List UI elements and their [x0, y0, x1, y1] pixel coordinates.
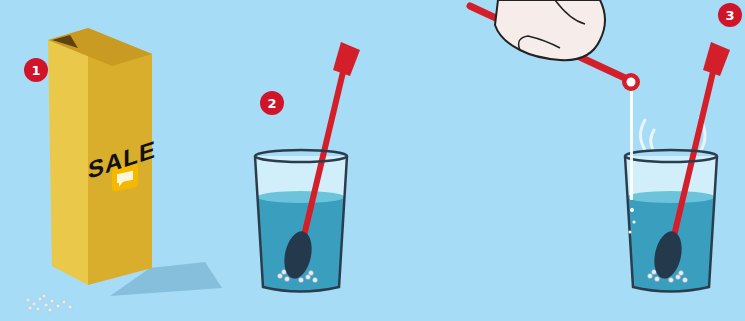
spilled-crystals [62, 300, 66, 304]
steam [641, 120, 646, 150]
callout-badge [718, 3, 742, 27]
glass [333, 42, 360, 76]
glass [679, 271, 684, 276]
glass [257, 196, 345, 292]
hand-with-spoon [519, 36, 560, 50]
callout-number: 3 [725, 8, 734, 23]
spilled-crystals [44, 303, 48, 307]
glass [255, 156, 347, 292]
glass [255, 42, 360, 292]
glass [309, 271, 314, 276]
glass [627, 196, 715, 292]
hand-with-spoon [627, 78, 636, 87]
spilled-crystals [68, 305, 72, 309]
spilled-crystals [28, 306, 32, 310]
glass [257, 191, 345, 203]
drip [630, 90, 633, 200]
glass [703, 42, 730, 76]
glass [655, 277, 660, 282]
spilled-crystals [48, 308, 52, 312]
spilled-crystals [56, 304, 60, 308]
glass [255, 150, 347, 162]
cereal-box [48, 28, 222, 296]
product-label: SALE [88, 135, 156, 185]
spilled-crystals [26, 298, 30, 302]
glass [650, 229, 685, 281]
glass [648, 274, 653, 279]
callout-badge [24, 58, 48, 82]
drip [629, 90, 636, 234]
spilled-crystals [32, 302, 36, 306]
spilled-crystals [50, 299, 54, 303]
spilled-crystals [38, 297, 42, 301]
hand-with-spoon [470, 0, 640, 91]
cereal-box [48, 28, 152, 66]
spilled-crystals [42, 294, 46, 298]
glass [673, 72, 713, 240]
glass [303, 72, 343, 240]
glass [627, 191, 715, 203]
cereal-box [52, 35, 78, 48]
glass [313, 278, 318, 283]
glass [625, 42, 730, 292]
callout-number: 2 [267, 96, 276, 111]
steam [651, 130, 654, 150]
glass [625, 156, 717, 292]
cereal-box [48, 28, 88, 285]
glass [625, 156, 717, 292]
drip [630, 208, 634, 212]
glass [285, 277, 290, 282]
glass [683, 278, 688, 283]
drip [629, 231, 632, 234]
callout-badge [260, 91, 284, 115]
hand-with-spoon [495, 0, 605, 60]
glass [280, 229, 315, 281]
glass [278, 274, 283, 279]
glass [255, 156, 347, 292]
glass [625, 150, 717, 162]
spilled-crystals [36, 307, 40, 311]
hand-with-spoon [555, 0, 585, 24]
hand-with-spoon [622, 73, 640, 91]
callout-badge [24, 3, 742, 115]
drip [633, 221, 636, 224]
glass [299, 278, 304, 283]
glass [669, 278, 674, 283]
spilled-crystals [26, 294, 72, 312]
callout-number: 1 [31, 63, 40, 78]
